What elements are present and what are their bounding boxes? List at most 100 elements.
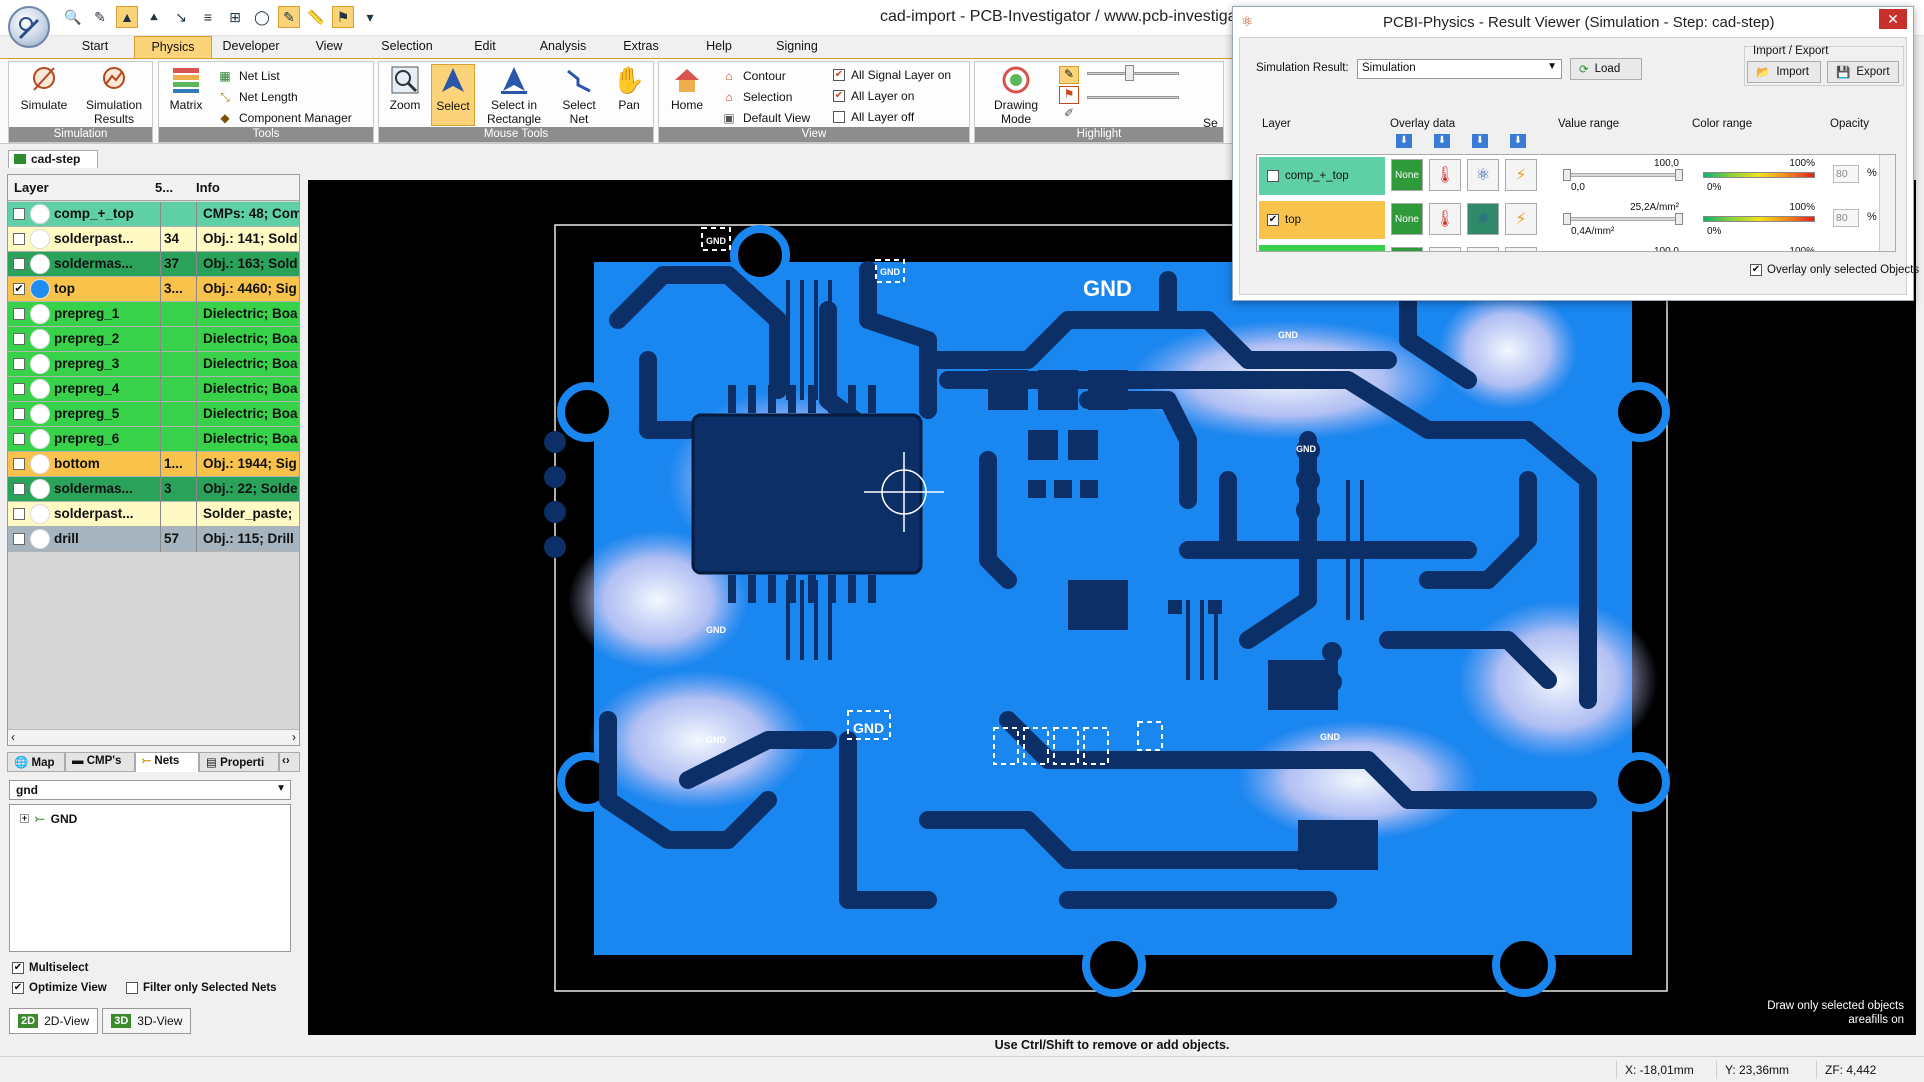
edit-icon[interactable]: ✎ bbox=[94, 8, 106, 25]
thermometer-icon[interactable]: 🌡 bbox=[1429, 159, 1461, 191]
slider-thumb-min[interactable] bbox=[1563, 213, 1571, 225]
layer-visibility-checkbox[interactable] bbox=[13, 533, 25, 545]
net-filter-select[interactable]: gnd ▼ bbox=[9, 780, 291, 800]
select-net-icon[interactable]: ↘ bbox=[175, 8, 187, 25]
layer-color-swatch[interactable] bbox=[30, 254, 50, 274]
net-length-button[interactable]: ⤡Net Length bbox=[217, 89, 298, 105]
simulate-button[interactable]: Simulate bbox=[13, 64, 75, 112]
drawing-mode-button[interactable]: Drawing Mode bbox=[979, 64, 1053, 126]
tab-nets[interactable]: ⤚ Nets bbox=[135, 752, 199, 772]
tab-view[interactable]: View bbox=[315, 39, 343, 53]
slider-thumb[interactable] bbox=[1125, 65, 1134, 81]
tab-map[interactable]: 🌐 Map bbox=[7, 752, 65, 772]
highlight-slider-2[interactable] bbox=[1087, 96, 1179, 99]
select-rect-icon[interactable]: ⯅ bbox=[148, 8, 160, 25]
current-density-icon[interactable]: ⚛ bbox=[1467, 247, 1499, 251]
layer-color-swatch[interactable] bbox=[30, 454, 50, 474]
tab-edit[interactable]: Edit bbox=[474, 39, 496, 53]
layer-color-swatch[interactable] bbox=[30, 429, 50, 449]
layer-visibility-checkbox[interactable] bbox=[13, 508, 25, 520]
scroll-right-icon[interactable]: › bbox=[292, 730, 296, 744]
zoom-button[interactable]: Zoom bbox=[383, 64, 427, 112]
all-layer-off-button[interactable]: All Layer off bbox=[833, 110, 914, 124]
layer-visibility-checkbox[interactable] bbox=[13, 483, 25, 495]
apply-down-arrow-icon[interactable]: ⬇ bbox=[1434, 134, 1450, 148]
result-layer-name-cell[interactable]: prepreg_1 bbox=[1259, 245, 1385, 251]
opacity-input[interactable]: 80 bbox=[1833, 209, 1859, 227]
apply-down-arrow-icon[interactable]: ⬇ bbox=[1472, 134, 1488, 148]
zoom-icon[interactable]: 🔍 bbox=[64, 8, 82, 25]
apply-down-arrow-icon[interactable]: ⬇ bbox=[1510, 134, 1526, 148]
color-range-slider[interactable]: 100% bbox=[1697, 246, 1821, 251]
matrix-button[interactable]: Matrix bbox=[163, 64, 209, 112]
filter-selected-nets-checkbox[interactable]: Filter only Selected Nets bbox=[126, 982, 277, 994]
home-button[interactable]: Home bbox=[663, 64, 711, 112]
vertical-scrollbar[interactable] bbox=[1879, 155, 1895, 251]
layer-color-swatch[interactable] bbox=[30, 504, 50, 524]
tab-extras[interactable]: Extras bbox=[623, 39, 659, 53]
layer-color-swatch[interactable] bbox=[30, 204, 50, 224]
current-density-icon[interactable]: ⚛ bbox=[1467, 203, 1499, 235]
layer-visibility-checkbox[interactable] bbox=[13, 458, 25, 470]
tab-developer[interactable]: Developer bbox=[222, 39, 280, 53]
current-density-icon[interactable]: ⚛ bbox=[1467, 159, 1499, 191]
layer-visibility-checkbox[interactable] bbox=[13, 233, 25, 245]
import-button[interactable]: 📂 Import bbox=[1747, 61, 1821, 83]
all-layer-on-button[interactable]: ✔All Layer on bbox=[833, 89, 915, 103]
measure-icon[interactable]: ≡ bbox=[203, 9, 213, 25]
select-in-rectangle-button[interactable]: Select in Rectangle bbox=[479, 64, 549, 126]
color-range-slider[interactable]: 100%0% bbox=[1697, 202, 1821, 238]
slider-thumb-max[interactable] bbox=[1675, 213, 1683, 225]
tab-start[interactable]: Start bbox=[81, 39, 109, 53]
layer-visibility-checkbox[interactable] bbox=[13, 408, 25, 420]
expand-icon[interactable]: + bbox=[20, 813, 29, 823]
selection-view-button[interactable]: ⌂Selection bbox=[721, 89, 792, 105]
layer-visibility-checkbox[interactable]: ✔ bbox=[13, 283, 25, 295]
close-button[interactable]: ✕ bbox=[1879, 9, 1907, 29]
opacity-input[interactable]: 80 bbox=[1833, 165, 1859, 183]
brush-icon[interactable]: ✐ bbox=[1063, 106, 1075, 120]
circle-icon[interactable]: ◯ bbox=[254, 8, 270, 25]
layer-visibility-checkbox[interactable] bbox=[13, 358, 25, 370]
layer-color-swatch[interactable] bbox=[30, 279, 50, 299]
tab-help[interactable]: Help bbox=[706, 39, 732, 53]
result-layer-name-cell[interactable]: ✔top bbox=[1259, 201, 1385, 239]
layer-visibility-checkbox[interactable] bbox=[13, 208, 25, 220]
load-button[interactable]: ⟳ Load bbox=[1570, 58, 1642, 80]
color-gradient-bar[interactable] bbox=[1703, 172, 1815, 178]
optimize-view-checkbox[interactable]: ✔Optimize View bbox=[12, 982, 107, 994]
thermometer-icon[interactable]: 🌡 bbox=[1429, 203, 1461, 235]
flag-highlight-icon[interactable]: ⚑ bbox=[1059, 86, 1079, 104]
layer-icon[interactable]: ⊞ bbox=[229, 8, 241, 25]
color-range-slider[interactable]: 100%0% bbox=[1697, 158, 1821, 194]
column-header-info[interactable]: Info bbox=[196, 180, 220, 195]
qat-menu-icon[interactable]: ▾ bbox=[366, 8, 374, 25]
apply-down-arrow-icon[interactable]: ⬇ bbox=[1396, 134, 1412, 148]
overlay-only-selected-checkbox[interactable]: ✔ Overlay only selected Objects bbox=[1750, 264, 1920, 276]
layer-color-swatch[interactable] bbox=[30, 379, 50, 399]
result-layer-checkbox[interactable] bbox=[1267, 170, 1279, 182]
horizontal-scrollbar[interactable]: ‹ › bbox=[8, 729, 299, 745]
column-header-layer[interactable]: Layer bbox=[14, 180, 49, 195]
simulation-results-button[interactable]: Simulation Results bbox=[79, 64, 149, 126]
slider-thumb-max[interactable] bbox=[1675, 169, 1683, 181]
voltage-drop-icon[interactable]: ⚡ bbox=[1505, 203, 1537, 235]
overlay-none-button[interactable]: None bbox=[1391, 159, 1423, 191]
view-3d-button[interactable]: 3D 3D-View bbox=[102, 1008, 192, 1034]
select-arrow-icon[interactable]: ▲ bbox=[116, 6, 138, 28]
view-2d-button[interactable]: 2D 2D-View bbox=[9, 1008, 99, 1034]
pan-button[interactable]: ✋ Pan bbox=[612, 65, 646, 112]
layer-color-swatch[interactable] bbox=[30, 354, 50, 374]
tab-properties[interactable]: ▤ Properti bbox=[199, 752, 279, 772]
net-tree-node-gnd[interactable]: + ⤚ GND bbox=[20, 811, 78, 826]
